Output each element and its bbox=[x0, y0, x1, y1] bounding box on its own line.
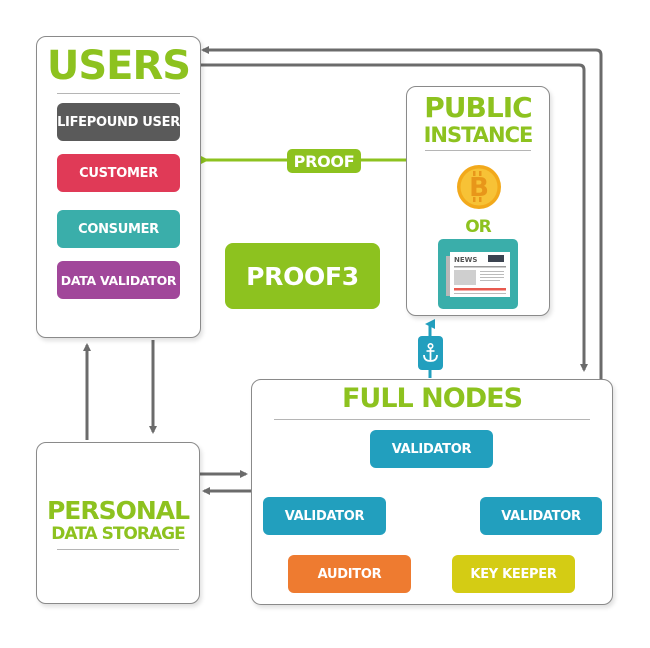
node-validator-right[interactable]: VALIDATOR bbox=[480, 497, 602, 535]
role-label: DATA VALIDATOR bbox=[60, 272, 177, 288]
role-label: CUSTOMER bbox=[79, 165, 158, 181]
node-auditor[interactable]: AUDITOR bbox=[288, 555, 411, 593]
node-key-keeper[interactable]: KEY KEEPER bbox=[452, 555, 575, 593]
users-title: USERS bbox=[46, 43, 191, 89]
role-lifepound-user[interactable]: LIFEPOUND USER bbox=[57, 103, 180, 141]
pds-title-line2: DATA STORAGE bbox=[51, 524, 185, 544]
proof3-badge: PROOF3 bbox=[225, 243, 380, 309]
node-validator-left[interactable]: VALIDATOR bbox=[263, 497, 386, 535]
svg-text:B: B bbox=[469, 173, 489, 203]
role-label: LIFEPOUND USER bbox=[57, 114, 180, 130]
anchor-badge bbox=[418, 336, 443, 370]
proof-label-text: PROOF bbox=[293, 151, 355, 171]
newspaper-icon: NEWS bbox=[438, 239, 518, 309]
personal-data-storage-panel: PERSONAL DATA STORAGE bbox=[36, 442, 200, 604]
public-instance-divider bbox=[425, 150, 531, 151]
role-consumer[interactable]: CONSUMER bbox=[57, 210, 180, 248]
full-nodes-title: FULL NODES bbox=[341, 383, 523, 414]
arrow-users-to-fullnodes bbox=[200, 63, 588, 372]
node-label: VALIDATOR bbox=[391, 441, 472, 457]
svg-text:NEWS: NEWS bbox=[454, 256, 477, 264]
arrow-fullnodes-to-users bbox=[201, 46, 603, 380]
pds-divider bbox=[57, 549, 179, 550]
node-validator-top[interactable]: VALIDATOR bbox=[370, 430, 493, 468]
node-label: VALIDATOR bbox=[284, 508, 365, 524]
node-label: KEY KEEPER bbox=[470, 566, 557, 582]
role-label: CONSUMER bbox=[78, 221, 159, 237]
full-nodes-divider bbox=[274, 419, 590, 420]
public-instance-title-line2: INSTANCE bbox=[423, 123, 534, 147]
public-instance-title-line1: PUBLIC bbox=[424, 91, 532, 124]
role-customer[interactable]: CUSTOMER bbox=[57, 154, 180, 192]
users-divider bbox=[57, 93, 180, 94]
proof3-text: PROOF3 bbox=[246, 261, 359, 291]
bitcoin-icon: B bbox=[457, 165, 501, 209]
anchor-icon bbox=[423, 343, 438, 362]
or-label: OR bbox=[465, 217, 492, 237]
role-data-validator[interactable]: DATA VALIDATOR bbox=[57, 261, 180, 299]
users-panel: USERS LIFEPOUND USER CUSTOMER CONSUMER D… bbox=[36, 36, 201, 338]
node-label: AUDITOR bbox=[317, 566, 382, 582]
public-instance-panel: PUBLIC INSTANCE B OR NEWS bbox=[406, 86, 550, 316]
pds-title-line1: PERSONAL bbox=[46, 496, 190, 525]
proof-label: PROOF bbox=[287, 149, 361, 173]
node-label: VALIDATOR bbox=[501, 508, 581, 524]
